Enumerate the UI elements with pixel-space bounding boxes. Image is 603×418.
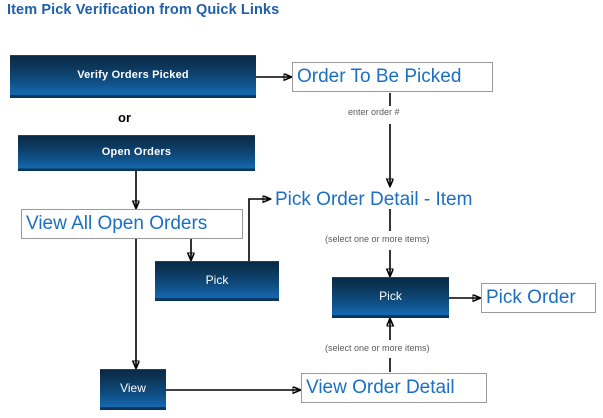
connector-label-select-items-lower: (select one or more items): [325, 344, 430, 353]
node-pick-order-detail-item-label: Pick Order Detail - Item: [275, 189, 473, 210]
connector-label-select-items-upper: (select one or more items): [325, 235, 430, 244]
button-view-label: View: [120, 381, 146, 395]
button-pick-left-label: Pick: [205, 272, 229, 287]
button-verify-orders-picked[interactable]: Verify Orders Picked: [10, 55, 256, 98]
button-pick-left[interactable]: Pick: [155, 261, 279, 301]
node-view-order-detail-label: View Order Detail: [306, 377, 455, 398]
connector-label-or-text: or: [118, 110, 131, 125]
button-open-orders-label: Open Orders: [101, 145, 172, 158]
node-view-all-open-orders[interactable]: View All Open Orders: [21, 209, 243, 239]
node-pick-order-label: Pick Order: [486, 287, 576, 308]
node-pick-order-detail-item[interactable]: Pick Order Detail - Item: [275, 190, 472, 209]
connector-label-enter-order-number-text: enter order #: [348, 107, 400, 117]
button-pick-right-label: Pick: [379, 289, 402, 303]
node-order-to-be-picked[interactable]: Order To Be Picked: [292, 62, 493, 92]
page-title: Item Pick Verification from Quick Links: [7, 2, 280, 18]
button-pick-right[interactable]: Pick: [332, 277, 449, 318]
button-verify-orders-picked-label: Verify Orders Picked: [77, 69, 189, 81]
node-view-order-detail[interactable]: View Order Detail: [301, 373, 487, 403]
node-pick-order[interactable]: Pick Order: [481, 283, 596, 313]
button-open-orders[interactable]: Open Orders: [18, 135, 255, 171]
node-view-all-open-orders-label: View All Open Orders: [26, 213, 208, 234]
connector-label-or: or: [118, 111, 131, 124]
connector-label-enter-order-number: enter order #: [348, 108, 400, 117]
node-order-to-be-picked-label: Order To Be Picked: [297, 66, 462, 87]
connector-label-select-items-lower-text: (select one or more items): [325, 343, 430, 353]
edge-pick-to-detail: [248, 199, 270, 262]
connector-label-select-items-upper-text: (select one or more items): [325, 234, 430, 244]
button-view[interactable]: View: [100, 369, 166, 410]
